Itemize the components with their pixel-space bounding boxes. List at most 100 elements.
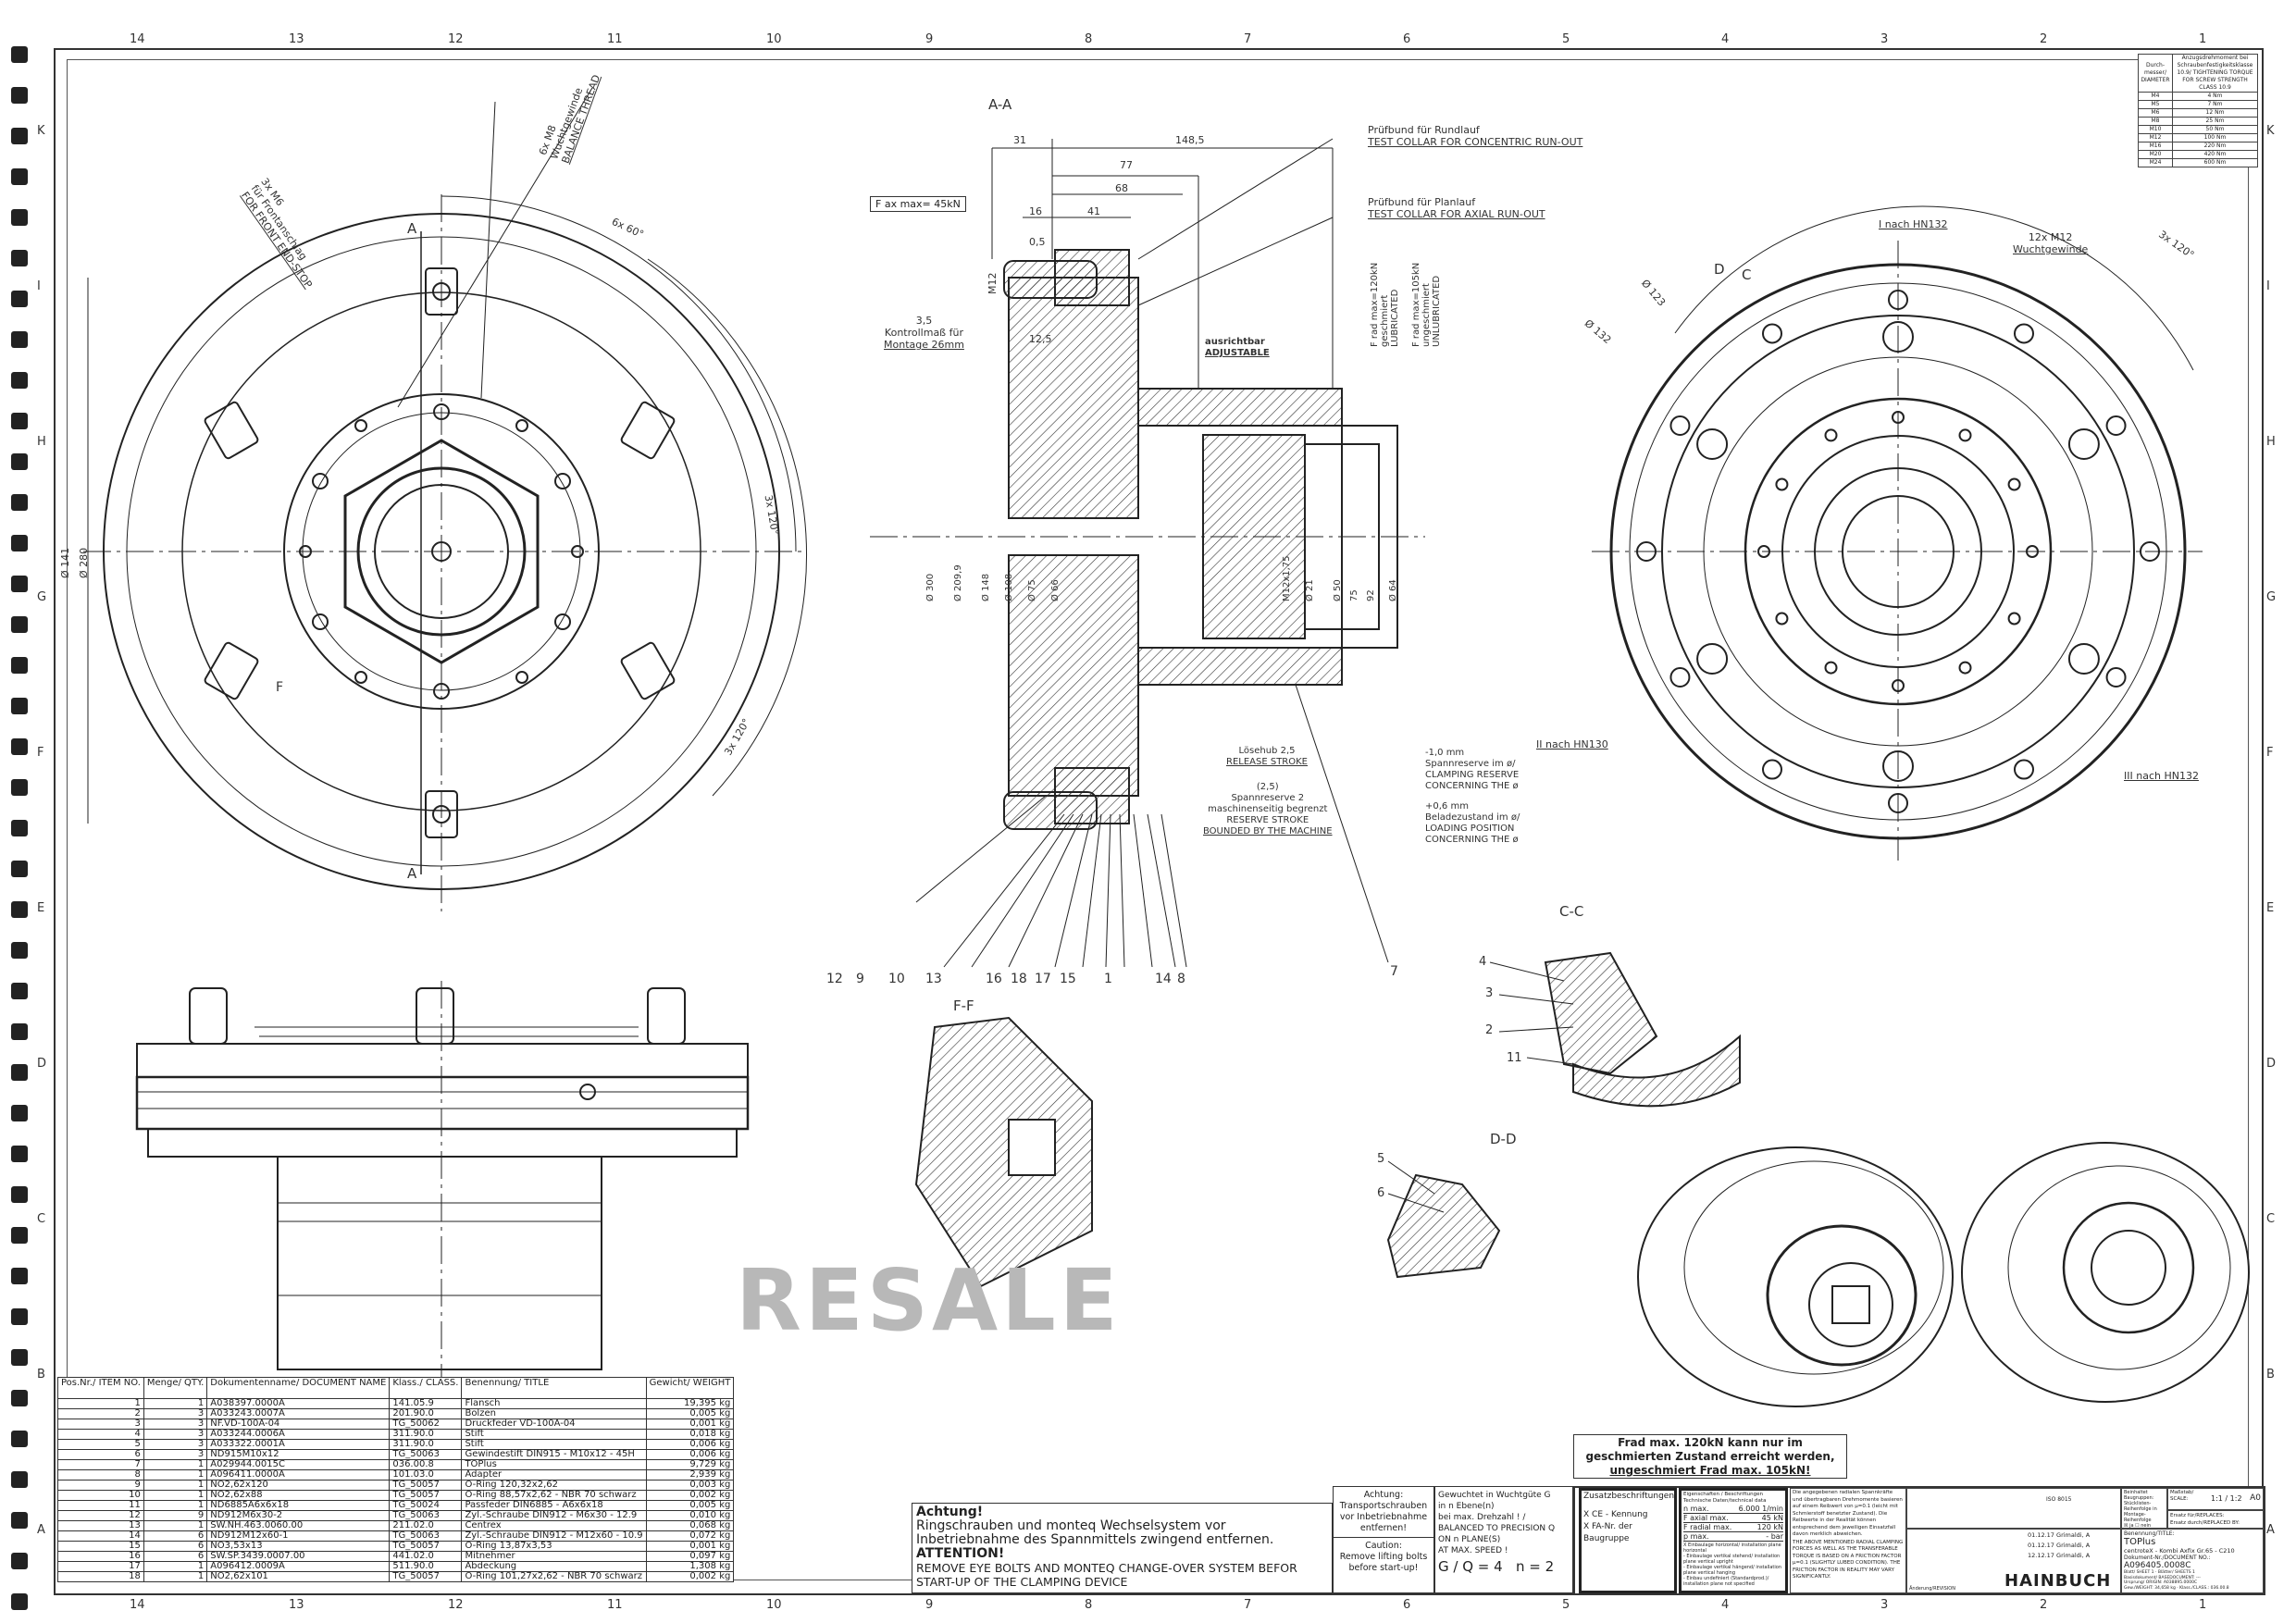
zone-column-label: 9 <box>925 32 934 46</box>
title: Zyl.-Schraube DIN912 - M6x30 - 12.9 <box>461 1510 647 1521</box>
zone-column-label: 2 <box>2040 32 2048 46</box>
item-no: 13 <box>57 1520 144 1531</box>
binding-ring <box>11 453 28 470</box>
class: TG_50063 <box>389 1510 463 1521</box>
note-line: Montage 26mm <box>884 339 964 351</box>
install-check[interactable]: - <box>1683 1576 1685 1581</box>
diameter-label: Ø 66 <box>1050 579 1061 601</box>
zone-column-label: 12 <box>448 1598 464 1612</box>
qty: 1 <box>143 1469 208 1481</box>
part-balloon: 18 <box>1011 972 1027 986</box>
binding-ring <box>11 576 28 592</box>
part-balloon: 1 <box>1104 972 1112 986</box>
thread-size: M8 <box>2138 117 2173 126</box>
document-name: ND912M6x30-2 <box>206 1510 391 1521</box>
zone-row-label: D <box>2266 1057 2277 1071</box>
qty: 1 <box>143 1398 208 1409</box>
balance-line: AT MAX. SPEED ! <box>1438 1546 1508 1555</box>
binding-ring <box>11 494 28 511</box>
parts-header: Pos.Nr./ ITEM NO. Menge/ QTY. Dokumenten… <box>57 1377 735 1399</box>
zone-row-label: E <box>2266 901 2275 915</box>
class: Klass./CLASS.: 036.00.8 <box>2179 1585 2229 1591</box>
approval-date: 01.12.17 <box>2028 1531 2054 1539</box>
tech-data-value: - bar <box>1766 1532 1783 1541</box>
zone-row-label: C <box>2266 1212 2276 1226</box>
zone-column-label: 6 <box>1403 1598 1411 1612</box>
dd-balloon: 6 <box>1377 1186 1385 1200</box>
extra-label-check[interactable]: X <box>1583 1522 1590 1531</box>
section-dd-label: D-D <box>1490 1131 1517 1147</box>
qty: 1 <box>143 1490 208 1501</box>
dimension-label: M12 <box>987 272 999 295</box>
zone-row-label: F <box>2266 746 2274 760</box>
install-check[interactable]: - <box>1683 1554 1685 1559</box>
title: Flansch <box>461 1398 647 1409</box>
section-aa <box>870 138 1425 968</box>
approval-name: Grimaldi, A <box>2056 1552 2091 1559</box>
sheet-format: A0 <box>2250 1493 2261 1503</box>
zone-column-label: 4 <box>1721 1598 1730 1612</box>
install-check[interactable]: X <box>1683 1542 1687 1548</box>
item-no: 5 <box>57 1439 144 1450</box>
col-qty: Menge/ QTY. <box>143 1377 208 1399</box>
zone-column-label: 13 <box>289 32 304 46</box>
binding-ring <box>11 698 28 714</box>
note-line: geschmierten Zustand erreicht werden, <box>1585 1450 1835 1463</box>
qty: 9 <box>143 1510 208 1521</box>
class: 311.90.0 <box>389 1439 463 1450</box>
sheet-info: Blatt/ SHEET 1 · Blätter/ SHEETS 1 <box>2124 1570 2195 1575</box>
zone-column-label: 1 <box>2199 1598 2207 1612</box>
axial-force-arrow: F ax max= 45kN <box>870 196 966 212</box>
class: TG_50057 <box>389 1490 463 1501</box>
zone-row-label: A <box>37 1523 45 1537</box>
revision-label: Änderung/REVISION <box>1909 1586 1955 1592</box>
binding-ring <box>11 1431 28 1447</box>
install-text: Einbaulage vertikal stehend/ installatio… <box>1683 1554 1781 1565</box>
part-balloon: 7 <box>1390 964 1398 979</box>
yes-checkbox[interactable]: ☒ <box>2124 1523 2128 1529</box>
torque-value: 100 Nm <box>2171 133 2259 142</box>
binding-ring <box>11 46 28 63</box>
weight: 0,002 kg <box>645 1571 735 1582</box>
zone-column-label: 10 <box>766 32 782 46</box>
approval-name: Grimaldi, A <box>2056 1531 2091 1539</box>
zone-row-label: B <box>2266 1368 2275 1381</box>
zone-row-label: D <box>37 1057 47 1071</box>
extra-label-check[interactable]: X <box>1583 1510 1590 1519</box>
binding-ring <box>11 1186 28 1203</box>
zone-column-label: 13 <box>289 1598 304 1612</box>
tech-data-value: 6.000 1/min <box>1738 1505 1783 1513</box>
balance-line: ON n PLANE(S) <box>1438 1535 1501 1544</box>
title-line-1: TOPlus <box>2124 1537 2156 1547</box>
zone-column-label: 3 <box>1880 32 1889 46</box>
binding-ring <box>11 168 28 185</box>
zone-row-label: H <box>37 435 46 449</box>
warning-title-de: Achtung! <box>916 1505 984 1519</box>
install-check[interactable]: - <box>1683 1565 1685 1570</box>
extra-label-row: X CE - Kennung <box>1583 1509 1672 1521</box>
zone-column-label: 6 <box>1403 32 1411 46</box>
replaces-label: Ersatz für/REPLACES: <box>2170 1513 2225 1518</box>
tech-data-value: 120 kN <box>1756 1523 1783 1531</box>
part-balloon: 13 <box>925 972 942 986</box>
qty: 1 <box>143 1500 208 1511</box>
no-checkbox[interactable]: ☐ <box>2135 1523 2140 1529</box>
extra-label-text: FA-Nr. der Baugruppe <box>1583 1522 1632 1543</box>
origin: Ursprung/ ORIGIN: A038895.0000C <box>2124 1580 2198 1585</box>
qty: 1 <box>143 1459 208 1470</box>
note-line: maschinenseitig begrenzt <box>1208 804 1328 814</box>
class: 036.00.8 <box>389 1459 463 1470</box>
zone-column-label: 12 <box>448 32 464 46</box>
item-no: 2 <box>57 1408 144 1419</box>
binding-ring <box>11 291 28 307</box>
balance-line: BALANCED TO PRECISION Q <box>1438 1524 1556 1533</box>
isometric-views <box>1637 1142 2250 1407</box>
dimension-label: 77 <box>1120 159 1133 171</box>
class: 211.02.0 <box>389 1520 463 1531</box>
balance-line: in n Ebene(n) <box>1438 1502 1495 1511</box>
